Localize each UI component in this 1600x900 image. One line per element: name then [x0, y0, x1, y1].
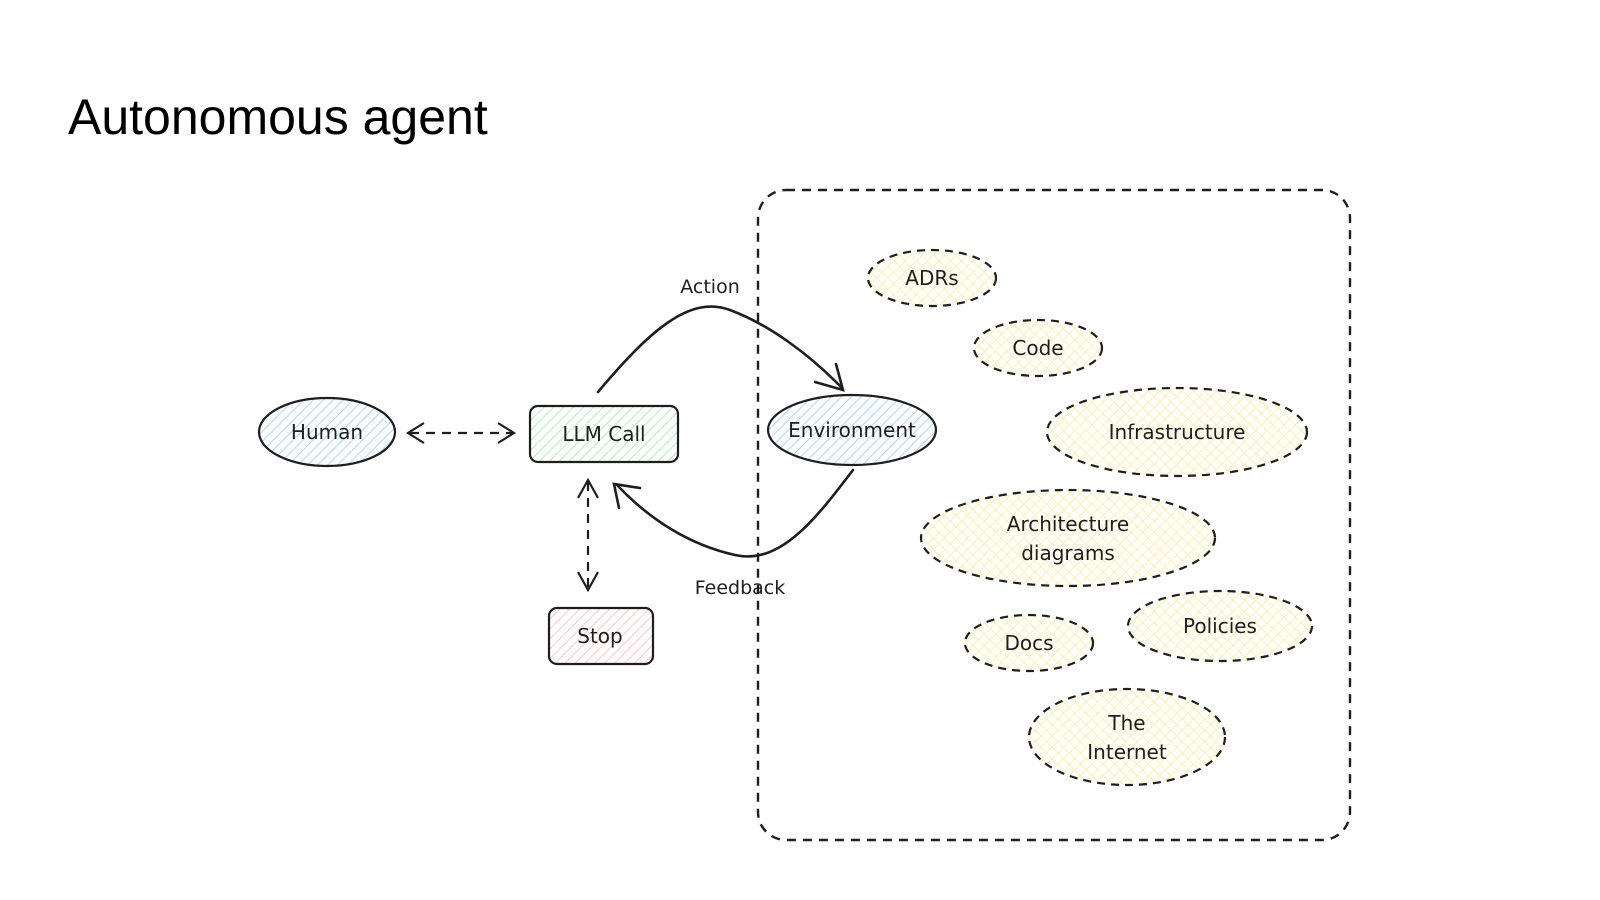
resource-architecture-diagrams: Architecture diagrams: [919, 488, 1217, 588]
human-llm-connector: [405, 422, 517, 444]
internet-label-line1: The: [1107, 711, 1145, 735]
llm-stop-connector: [577, 477, 599, 593]
stop-label: Stop: [577, 624, 622, 648]
internet-label-line2: Internet: [1087, 740, 1167, 764]
resource-adrs: ADRs: [866, 248, 998, 308]
architecture-label-line2: diagrams: [1021, 541, 1115, 565]
resource-the-internet: The Internet: [1027, 687, 1227, 787]
resource-infrastructure: Infrastructure: [1045, 386, 1309, 478]
resource-code: Code: [972, 318, 1104, 378]
human-label: Human: [291, 420, 363, 444]
stop-node: Stop: [547, 606, 655, 666]
infrastructure-label: Infrastructure: [1109, 420, 1246, 444]
feedback-arrow: [612, 468, 855, 558]
action-arrow: [596, 305, 845, 394]
docs-label: Docs: [1004, 631, 1053, 655]
human-node: Human: [257, 396, 397, 468]
slide-title: Autonomous agent: [68, 89, 488, 145]
llm-call-node: LLM Call: [528, 404, 680, 464]
code-label: Code: [1012, 336, 1063, 360]
environment-label: Environment: [788, 418, 916, 442]
environment-node: Environment: [766, 393, 938, 467]
adrs-label: ADRs: [905, 266, 958, 290]
action-label: Action: [680, 276, 740, 298]
architecture-label-line1: Architecture: [1007, 512, 1129, 536]
policies-label: Policies: [1183, 614, 1257, 638]
llm-call-label: LLM Call: [562, 422, 645, 446]
feedback-label: Feedback: [695, 577, 785, 599]
resource-docs: Docs: [963, 613, 1095, 673]
resource-policies: Policies: [1126, 589, 1314, 663]
